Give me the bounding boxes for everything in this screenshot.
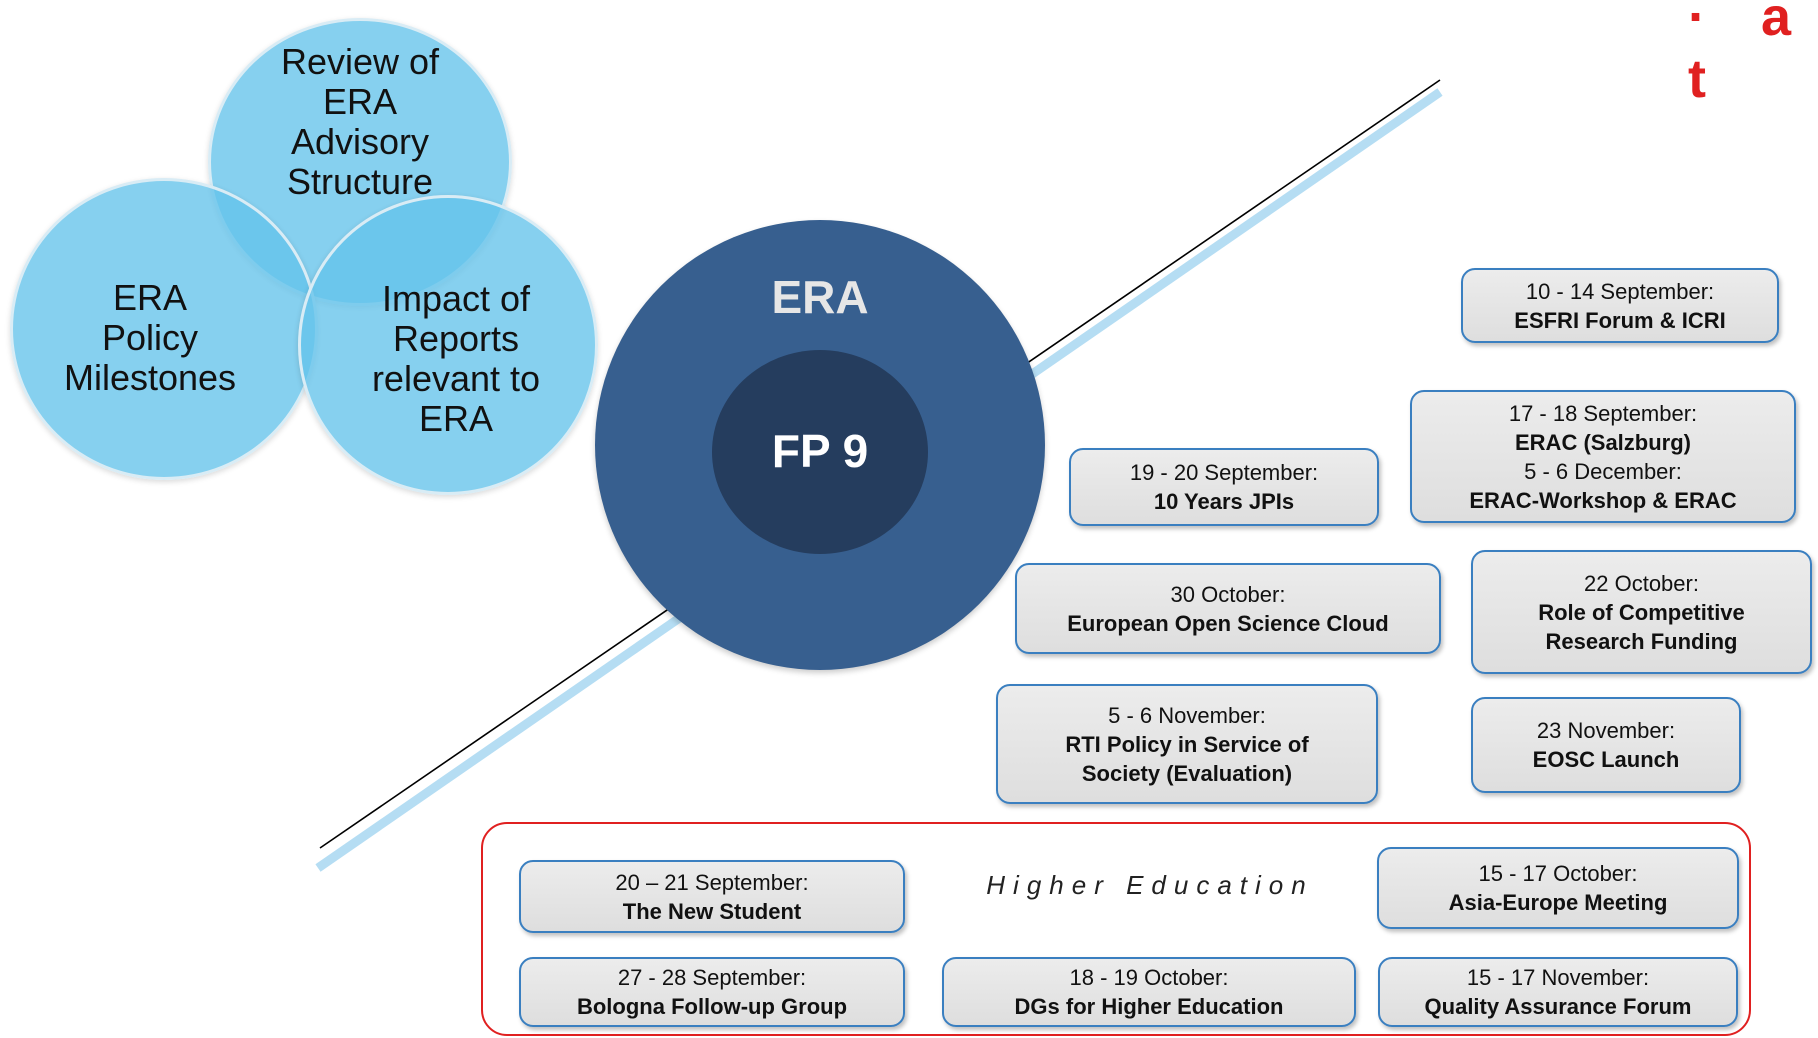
- higher-education-frame: [481, 822, 1751, 1036]
- event-date: 27 - 28 September:: [617, 965, 807, 990]
- event-esfri-forum: 10 - 14 September: ESFRI Forum & ICRI: [1461, 268, 1779, 343]
- event-title: European Open Science Cloud: [1067, 610, 1389, 636]
- he-event-quality-assurance-forum: 15 - 17 November: Quality Assurance Foru…: [1378, 957, 1738, 1027]
- he-event-dgs-higher-education: 18 - 19 October: DGs for Higher Educatio…: [942, 957, 1356, 1027]
- event-eosc-launch: 23 November: EOSC Launch: [1471, 697, 1741, 793]
- event-erac: 17 - 18 September: ERAC (Salzburg) 5 - 6…: [1410, 390, 1796, 523]
- event-date: 15 - 17 November:: [1466, 965, 1650, 990]
- event-date: 30 October:: [1170, 581, 1286, 607]
- event-title-2: ERAC-Workshop & ERAC: [1469, 487, 1737, 513]
- event-title: ESFRI Forum & ICRI: [1514, 307, 1726, 333]
- venn-label-left: ERA Policy Milestones: [63, 277, 237, 398]
- event-date: 23 November:: [1536, 718, 1676, 743]
- event-date: 10 - 14 September:: [1525, 278, 1715, 304]
- higher-education-label: Higher Education: [986, 870, 1314, 900]
- venn-circle-right: [298, 195, 598, 495]
- event-title: The New Student: [622, 898, 802, 924]
- event-open-science-cloud: 30 October: European Open Science Cloud: [1015, 563, 1441, 654]
- event-title: ERAC (Salzburg): [1515, 429, 1691, 455]
- he-event-bologna-group: 27 - 28 September: Bologna Follow-up Gro…: [519, 957, 905, 1027]
- event-title: Asia-Europe Meeting: [1448, 890, 1668, 915]
- event-date: 15 - 17 October:: [1478, 861, 1638, 886]
- era-label: ERA: [771, 271, 869, 323]
- event-title: DGs for Higher Education: [1014, 994, 1284, 1019]
- event-date: 5 - 6 November:: [1108, 702, 1266, 728]
- event-title: RTI Policy in Service of Society (Evalua…: [1065, 731, 1309, 786]
- venn-label-top: Review of ERA Advisory Structure: [280, 41, 440, 202]
- event-date: 22 October:: [1584, 570, 1699, 596]
- event-date: 17 - 18 September:: [1508, 400, 1698, 426]
- event-title: Role of Competitive Research Funding: [1538, 599, 1745, 654]
- event-date-2: 5 - 6 December:: [1524, 458, 1682, 484]
- venn-circle-left: [10, 178, 318, 480]
- venn-label-right: Impact of Reports relevant to ERA: [371, 278, 541, 439]
- he-event-new-student: 20 – 21 September: The New Student: [519, 860, 905, 933]
- event-date: 19 - 20 September:: [1129, 460, 1319, 485]
- event-title: Bologna Follow-up Group: [576, 994, 848, 1019]
- event-competitive-research-funding: 22 October: Role of Competitive Research…: [1471, 550, 1812, 674]
- event-rti-policy: 5 - 6 November: RTI Policy in Service of…: [996, 684, 1378, 804]
- fp9-label: FP 9: [771, 425, 869, 477]
- event-date: 18 - 19 October:: [1069, 965, 1229, 990]
- event-title: Quality Assurance Forum: [1424, 994, 1692, 1019]
- logo-text: · a t: [1688, 0, 1812, 109]
- event-10-years-jpis: 19 - 20 September: 10 Years JPIs: [1069, 448, 1379, 526]
- event-title: EOSC Launch: [1532, 747, 1680, 772]
- event-title: 10 Years JPIs: [1153, 489, 1295, 514]
- he-event-asia-europe-meeting: 15 - 17 October: Asia-Europe Meeting: [1377, 847, 1739, 929]
- fp9-circle: [712, 350, 928, 554]
- event-date: 20 – 21 September:: [615, 869, 809, 895]
